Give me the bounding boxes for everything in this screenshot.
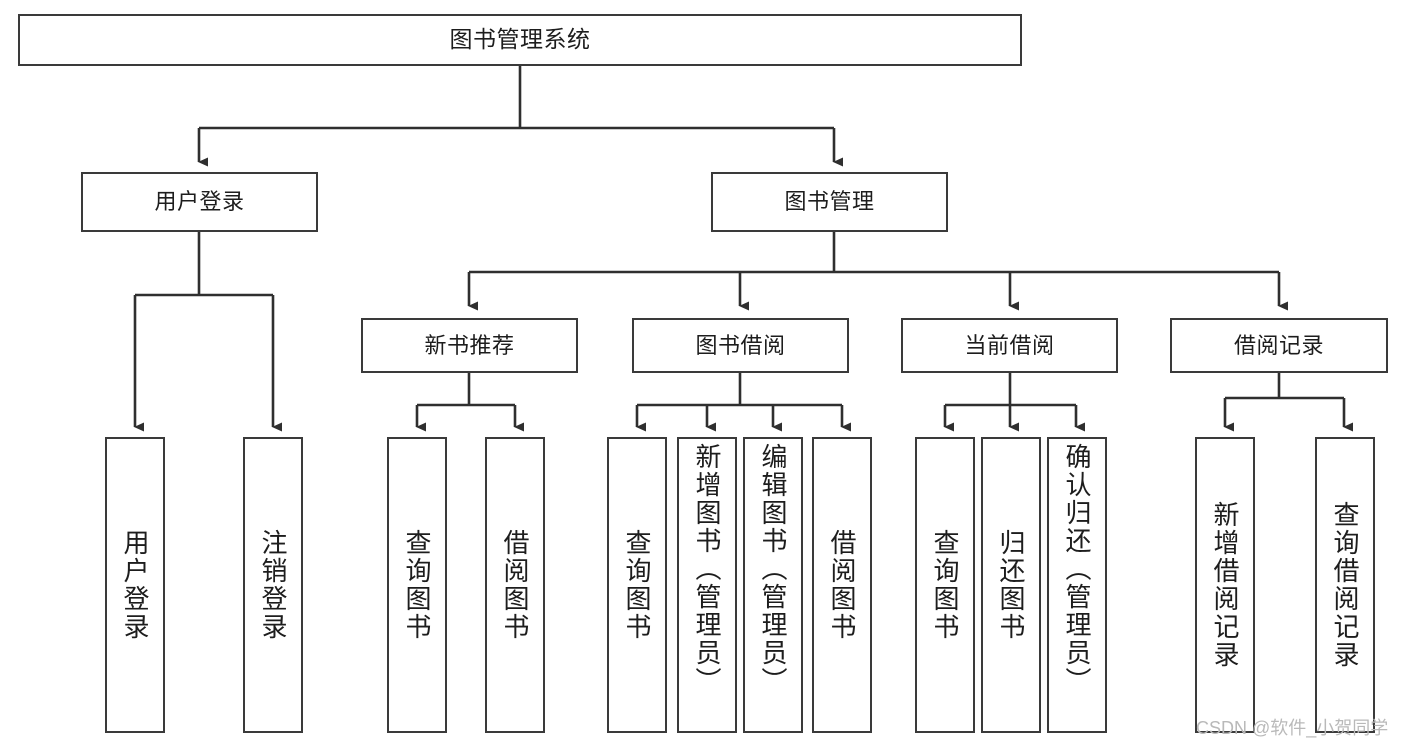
node-label: 图书管理系统 (449, 26, 591, 53)
node-label: 用户登录 (154, 189, 245, 215)
node-current-borrow[interactable]: 当前借阅 (901, 318, 1118, 373)
node-label: 查询图书 (930, 529, 960, 641)
node-label: 归还图书 (996, 529, 1026, 641)
node-leaf-logout[interactable]: 注销登录 (243, 437, 303, 733)
node-label: 图书借阅 (695, 332, 786, 358)
node-leaf-return-book[interactable]: 归还图书 (981, 437, 1041, 733)
node-label: 当前借阅 (964, 332, 1055, 358)
node-leaf-query-book-2[interactable]: 查询图书 (607, 437, 667, 733)
node-book-borrow[interactable]: 图书借阅 (632, 318, 849, 373)
node-label: 借阅记录 (1233, 332, 1324, 358)
node-leaf-add-record[interactable]: 新增借阅记录 (1195, 437, 1255, 733)
node-label: 编辑图书（管理员） (758, 443, 788, 695)
node-borrow-record[interactable]: 借阅记录 (1170, 318, 1388, 373)
node-book-manage[interactable]: 图书管理 (711, 172, 948, 232)
node-label: 新书推荐 (424, 332, 515, 358)
node-leaf-borrow-book-2[interactable]: 借阅图书 (812, 437, 872, 733)
node-label: 图书管理 (784, 189, 875, 215)
node-label: 借阅图书 (827, 529, 857, 641)
node-leaf-borrow-book-1[interactable]: 借阅图书 (485, 437, 545, 733)
node-label: 用户登录 (120, 529, 150, 641)
node-root-system[interactable]: 图书管理系统 (18, 14, 1022, 66)
node-user-login[interactable]: 用户登录 (81, 172, 318, 232)
csdn-watermark: CSDN @软件_小贺同学 (1196, 718, 1389, 738)
node-leaf-confirm-return[interactable]: 确认归还（管理员） (1047, 437, 1107, 733)
node-leaf-query-book-3[interactable]: 查询图书 (915, 437, 975, 733)
node-label: 借阅图书 (500, 529, 530, 641)
node-label: 查询图书 (622, 529, 652, 641)
node-leaf-user-login[interactable]: 用户登录 (105, 437, 165, 733)
node-label: 注销登录 (258, 529, 288, 641)
node-label: 查询图书 (402, 529, 432, 641)
node-leaf-query-book-1[interactable]: 查询图书 (387, 437, 447, 733)
node-new-book-recommend[interactable]: 新书推荐 (361, 318, 578, 373)
node-label: 确认归还（管理员） (1062, 443, 1092, 695)
node-label: 新增图书（管理员） (692, 443, 722, 695)
node-label: 新增借阅记录 (1210, 501, 1240, 669)
node-leaf-query-record[interactable]: 查询借阅记录 (1315, 437, 1375, 733)
node-leaf-add-book[interactable]: 新增图书（管理员） (677, 437, 737, 733)
node-leaf-edit-book[interactable]: 编辑图书（管理员） (743, 437, 803, 733)
node-label: 查询借阅记录 (1330, 501, 1360, 669)
